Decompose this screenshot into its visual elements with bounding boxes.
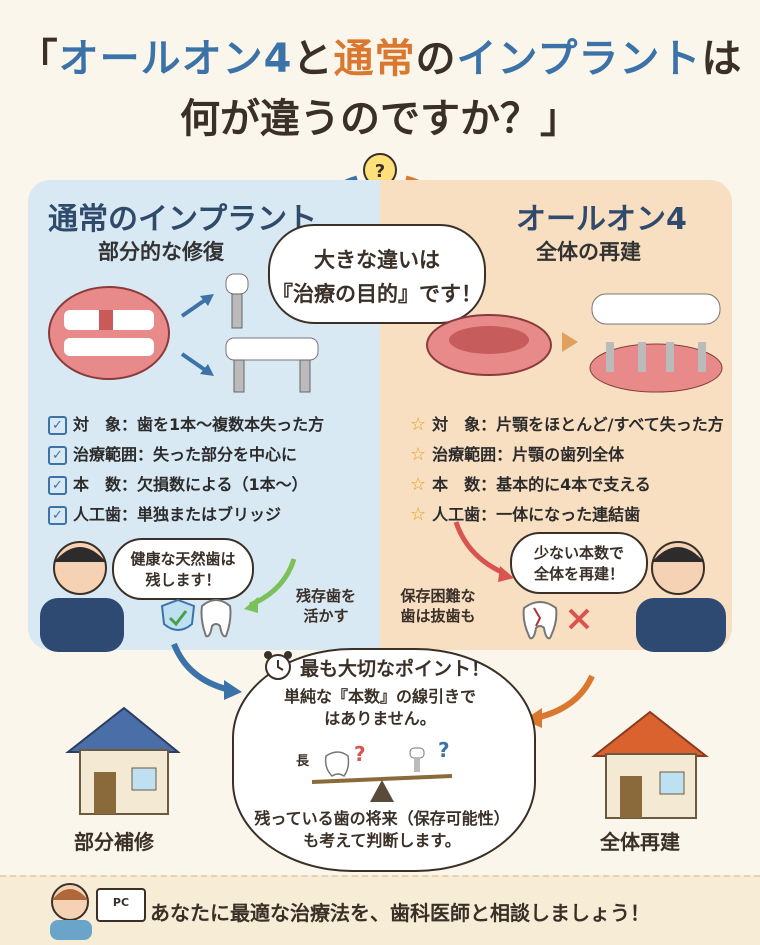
checkbox-icon: ✓ bbox=[48, 445, 67, 465]
laptop-icon: PC bbox=[96, 888, 146, 922]
note-extract-teeth: 保存困難な 歯は抜歯も bbox=[400, 587, 476, 625]
list-item: ✓治療範囲：失った部分を中心に bbox=[48, 440, 324, 470]
normal-implant-heading: 通常のインプラント bbox=[48, 202, 318, 237]
title-normal: 通常 bbox=[333, 36, 416, 82]
staff-woman-illustration bbox=[44, 878, 100, 944]
alarm-clock-icon bbox=[262, 650, 294, 686]
title-bracket: 「 bbox=[17, 36, 59, 82]
tooth-icon bbox=[198, 596, 234, 644]
important-text-top: 単純な『本数』の線引きで はありません。 bbox=[283, 687, 476, 728]
house-right-label: 全体再建 bbox=[600, 830, 680, 854]
arrow-green-icon bbox=[240, 555, 300, 619]
svg-text:?: ? bbox=[375, 161, 385, 182]
checkbox-icon: ✓ bbox=[48, 475, 67, 495]
damaged-tooth-icon bbox=[520, 598, 560, 646]
key-difference-line2: 『治療の目的』です！ bbox=[272, 282, 482, 306]
list-item: ☆人工歯：一体になった連結歯 bbox=[410, 504, 641, 525]
title-wa: は bbox=[701, 36, 743, 82]
question-mark-1: ? bbox=[354, 742, 366, 766]
shield-check-icon bbox=[160, 598, 196, 642]
title-no: の bbox=[415, 36, 457, 82]
star-icon: ☆ bbox=[410, 414, 427, 435]
allon4-heading: オールオン4 bbox=[516, 202, 687, 237]
house-red-roof-illustration bbox=[590, 706, 710, 826]
checkbox-icon: ✓ bbox=[48, 415, 67, 435]
question-mark-2: ? bbox=[438, 738, 450, 762]
doctor-right-bubble: 少ない本数で 全体を再建！ bbox=[510, 532, 648, 594]
allon4-subheading: 全体の再建 bbox=[536, 240, 641, 264]
doctor-left-bubble: 健康な天然歯は 残します！ bbox=[112, 538, 254, 600]
star-icon: ☆ bbox=[410, 474, 427, 495]
key-difference-line1: 大きな違いは bbox=[314, 248, 440, 272]
title-allon4: オールオン4 bbox=[58, 36, 293, 82]
house-left-label: 部分補修 bbox=[74, 830, 154, 854]
note-keep-teeth: 残存歯を 活かす bbox=[295, 587, 356, 625]
important-heading: 最も大切なポイント！ bbox=[300, 658, 491, 680]
normal-implant-list: ✓対 象：歯を1本〜複数本失った方 ✓治療範囲：失った部分を中心に ✓本 数：欠… bbox=[48, 410, 324, 530]
normal-implant-subheading: 部分的な修復 bbox=[98, 240, 224, 264]
arrow-to-single-implant-icon bbox=[178, 290, 218, 324]
arrow-to-full-arch-icon bbox=[560, 330, 580, 358]
title-to: と bbox=[292, 36, 334, 82]
important-point-cloud bbox=[232, 648, 536, 872]
doctor-left-illustration bbox=[28, 532, 138, 656]
implant-bridge-icon bbox=[222, 336, 322, 400]
list-item: ✓本 数：欠損数による（1本〜） bbox=[48, 470, 324, 500]
allon4-list: ☆対 象：片顎をほとんど/すべて失った方 ☆治療範囲：片顎の歯列全体 ☆本 数：… bbox=[410, 410, 724, 530]
house-blue-roof-illustration bbox=[62, 700, 182, 824]
list-item: ☆治療範囲：片顎の歯列全体 bbox=[410, 444, 625, 465]
list-item: ✓対 象：歯を1本〜複数本失った方 bbox=[48, 410, 324, 440]
doctor-right-illustration bbox=[618, 532, 732, 656]
list-item: ☆本 数：基本的に4本で支える bbox=[410, 474, 651, 495]
title-implant: インプラント bbox=[456, 36, 702, 82]
cross-icon bbox=[566, 606, 592, 636]
arrow-blue-down-icon bbox=[168, 640, 248, 704]
checkbox-icon: ✓ bbox=[48, 505, 67, 525]
key-difference-bubble: 大きな違いは 『治療の目的』です！ bbox=[268, 224, 486, 324]
arrow-red-icon bbox=[450, 518, 520, 592]
footer-message: あなたに最適な治療法を、歯科医師と相談しましょう！ bbox=[150, 901, 650, 925]
partial-teeth-illustration bbox=[44, 278, 174, 392]
full-arch-implant-illustration bbox=[586, 288, 726, 402]
list-item: ☆対 象：片顎をほとんど/すべて失った方 bbox=[410, 414, 724, 435]
star-icon: ☆ bbox=[410, 444, 427, 465]
toothless-jaw-illustration bbox=[424, 310, 554, 384]
star-icon: ☆ bbox=[410, 504, 427, 525]
list-item: ✓人工歯：単独またはブリッジ bbox=[48, 500, 324, 530]
arrow-to-bridge-icon bbox=[178, 350, 218, 384]
page-title-line2: 何が違うのですか？」 bbox=[180, 96, 580, 142]
single-implant-icon bbox=[222, 272, 252, 336]
balance-scale-illustration bbox=[302, 742, 462, 808]
page-title-line1: 「オールオン4と通常のインプラントは bbox=[0, 26, 760, 84]
important-text-bottom: 残っている歯の将来（保存可能性） も考えて判断します。 bbox=[254, 809, 510, 850]
scale-label-long: 長 bbox=[296, 754, 310, 769]
